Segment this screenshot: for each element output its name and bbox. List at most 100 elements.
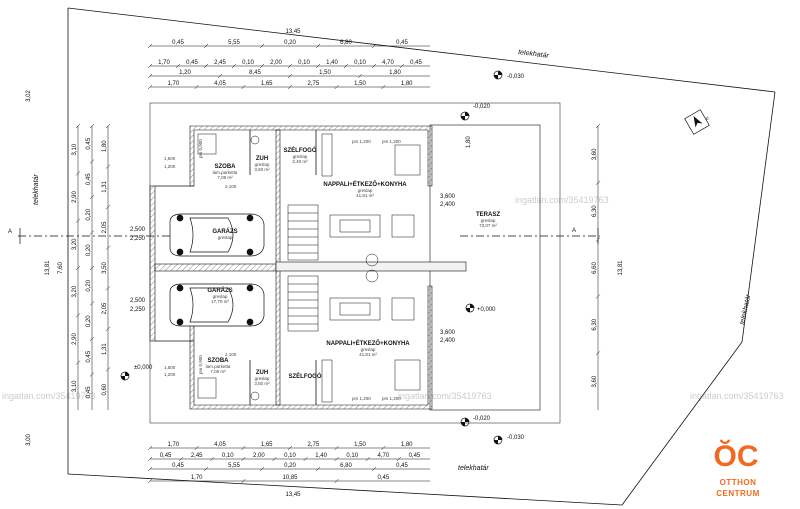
brand-line2: CENTRUM bbox=[716, 489, 760, 498]
dimension-label-bottom_row3-3: 6,80 bbox=[340, 463, 352, 469]
room-nappali-bottom-floor: greslap bbox=[361, 347, 376, 352]
dimension-tick bbox=[595, 351, 601, 356]
dimension-label-top_total: 13,45 bbox=[285, 29, 301, 35]
dimension-tick bbox=[595, 123, 601, 129]
opening-e: 2,100 bbox=[225, 184, 237, 189]
dimension-label-left_c-3: 3,50 bbox=[102, 262, 108, 274]
opening-notes: pm 0,900 pm 0,900 pm 1,200 pm 1,200 pm 1… bbox=[164, 139, 401, 401]
dimension-label-left_b-5: 0,20 bbox=[86, 315, 92, 327]
dimension-tick bbox=[147, 456, 153, 462]
dimension-label-left_c-1: 1,31 bbox=[102, 180, 108, 192]
dimension-label-right_b: 13,81 bbox=[618, 260, 624, 276]
building-walls bbox=[149, 125, 467, 410]
room-garazs-top: GARÁZS bbox=[212, 228, 237, 235]
dimension-label-left_a-3: 3,20 bbox=[72, 285, 78, 297]
dimension-tick bbox=[89, 336, 95, 342]
dimension-tick bbox=[75, 313, 81, 318]
dimension-label-top_row2-6: 1,40 bbox=[326, 60, 338, 66]
dimension-tick bbox=[595, 294, 601, 299]
dimension-label-top_row1-0: 0,45 bbox=[172, 40, 184, 46]
sill-nappali-top-2: pm 1,200 bbox=[382, 139, 401, 144]
dimension-tick bbox=[371, 63, 377, 69]
dimension-tick bbox=[178, 456, 184, 462]
room-zuh-bottom-floor: greslap bbox=[255, 376, 270, 381]
dimension-label-bottom_row1-1: 4,05 bbox=[214, 442, 226, 448]
dimension-tick bbox=[343, 63, 349, 69]
level-minus30-bottom: -0,030 bbox=[507, 435, 525, 441]
dimension-tick bbox=[105, 204, 111, 210]
dimension-label-left_far_top: 3,02 bbox=[26, 90, 32, 102]
level-minus20-top: -0,020 bbox=[473, 104, 491, 110]
dimension-label-left_a-2: 3,20 bbox=[72, 238, 78, 250]
staircase-top bbox=[287, 204, 319, 261]
level-minus30-top: -0,030 bbox=[507, 74, 525, 80]
dimension-tick bbox=[147, 84, 153, 90]
dimension-label-top_row2-1: 0,45 bbox=[186, 60, 198, 66]
dimension-tick bbox=[217, 73, 223, 79]
dimension-label-left_b-4: 0,20 bbox=[86, 279, 92, 291]
dimension-tick bbox=[241, 478, 246, 484]
level-marker-icon bbox=[493, 70, 503, 80]
dimension-label-left_b-2: 0,20 bbox=[86, 208, 92, 220]
car-icon bbox=[169, 283, 265, 327]
dimension-tick bbox=[595, 237, 601, 242]
car-icon bbox=[169, 213, 265, 257]
dimension-label-bottom_row1-5: 1,80 bbox=[401, 442, 413, 448]
room-szoba-bottom: SZOBA bbox=[208, 358, 230, 364]
level-marker-icon bbox=[465, 303, 475, 313]
level-markers: -0,030 -0,020 +0,000 ±0,000 -0,020 -0,03… bbox=[120, 70, 525, 445]
room-szelfogo-top-floor: greslap bbox=[293, 154, 308, 159]
opening-a: 1,500 bbox=[164, 156, 176, 161]
room-terasz-floor: greslap bbox=[481, 218, 496, 223]
room-garazs-bottom-area: 17,70 m² bbox=[211, 299, 229, 304]
dimension-label-right_a-4: 3,60 bbox=[592, 375, 598, 387]
dimension-label-left_outer: 13,81 bbox=[45, 260, 51, 276]
sill-szoba-bottom: pm 0,900 bbox=[198, 355, 203, 374]
dimension-tick bbox=[259, 63, 265, 69]
dimension-tick bbox=[241, 456, 246, 462]
dimension-label-bottom_row1-2: 1,65 bbox=[261, 442, 273, 448]
dimension-label-bottom_row2-0: 0,45 bbox=[160, 453, 172, 459]
dimension-label-bottom_row1-3: 2,75 bbox=[307, 442, 319, 448]
level-marker-icon bbox=[460, 417, 470, 427]
dimension-label-left_a-0: 3,10 bbox=[72, 143, 78, 155]
dim-terrace-bot-2: 2,400 bbox=[440, 338, 456, 344]
dimension-label-top_row2-3: 0,10 bbox=[242, 60, 254, 66]
dimension-tick bbox=[371, 466, 377, 472]
opening-d: 1,200 bbox=[164, 372, 176, 377]
dimension-label-bottom_row3-4: 0,45 bbox=[396, 463, 408, 469]
room-nappali-bottom: NAPPALI+ÉTKEZŐ+KONYHA bbox=[326, 339, 410, 347]
sill-nappali-bottom-2: pm 1,200 bbox=[382, 396, 401, 401]
watermark-bottom-mid: ingatlan.com/35419763 bbox=[398, 391, 492, 401]
room-szoba-bottom-area: 7,08 m² bbox=[210, 369, 226, 374]
dimension-tick bbox=[272, 456, 277, 462]
dimension-label-top_row4-0: 1,70 bbox=[167, 81, 179, 87]
dimension-tick bbox=[210, 456, 215, 462]
level-marker-icon bbox=[120, 371, 130, 381]
boundary-label-right: telekhatár bbox=[739, 293, 752, 325]
dimension-tick bbox=[334, 445, 339, 451]
dimension-label-bottom_row1-0: 1,70 bbox=[167, 442, 179, 448]
dimension-label-left_b-0: 0,45 bbox=[86, 137, 92, 149]
dimension-tick bbox=[203, 466, 209, 472]
dimension-tick bbox=[259, 466, 265, 472]
dimension-tick bbox=[75, 123, 81, 129]
dimension-label-left_b-1: 0,45 bbox=[86, 173, 92, 185]
room-terasz: TERASZ bbox=[476, 212, 500, 218]
dimension-tick bbox=[175, 63, 181, 69]
dimension-label-left_outer2: 7,60 bbox=[58, 262, 64, 274]
level-minus20-bottom: -0,020 bbox=[473, 416, 491, 422]
room-zuh-bottom-area: 3,50 m² bbox=[254, 381, 270, 386]
dimension-label-bottom_total: 13,45 bbox=[285, 492, 301, 498]
room-garazs-bottom-floor: greslap bbox=[213, 294, 228, 299]
dimension-tick bbox=[147, 73, 153, 79]
opening-b: 1,200 bbox=[164, 164, 176, 169]
room-zuh-top-floor: greslap bbox=[255, 162, 270, 167]
level-zero: ±0,000 bbox=[134, 365, 153, 371]
section-marker-left: A bbox=[8, 229, 12, 235]
dimension-tick bbox=[89, 123, 95, 129]
dimension-label-bottom_row2-6: 0,10 bbox=[346, 453, 358, 459]
brand-line1: OTTHON bbox=[720, 478, 757, 487]
